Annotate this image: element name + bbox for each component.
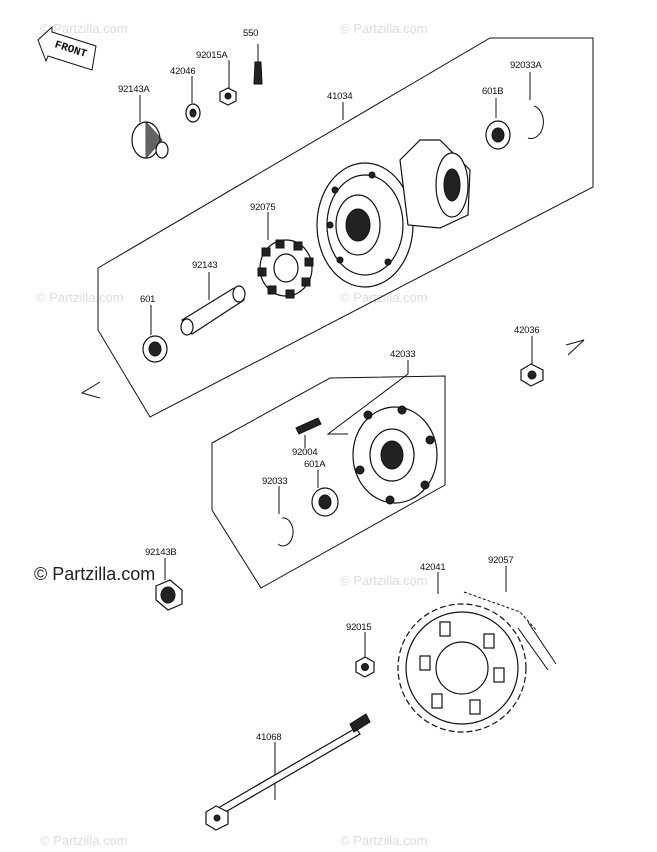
watermark: © Partzilla.com [40, 21, 128, 36]
watermark-layer: © Partzilla.com © Partzilla.com © Partzi… [36, 21, 428, 848]
nut-92015a [219, 87, 237, 106]
part-label-41068: 41068 [256, 732, 281, 743]
part-label-92033a: 92033A [510, 60, 542, 71]
part-label-41034: 41034 [327, 91, 352, 102]
axle-41068 [205, 713, 371, 831]
part-label-42046: 42046 [170, 66, 195, 77]
chain-92057 [463, 591, 557, 671]
bearing-601b [485, 120, 511, 150]
nut-42036 [520, 363, 544, 387]
bearing-601a [311, 487, 339, 517]
part-label-92004: 92004 [292, 447, 317, 458]
spacer-92143 [180, 285, 246, 336]
part-label-92143b: 92143B [145, 547, 177, 558]
watermark: © Partzilla.com [36, 290, 124, 305]
part-label-92015: 92015 [346, 622, 371, 633]
sprocket-42041 [397, 603, 527, 733]
stud-550 [253, 44, 263, 85]
hub-group-outline [97, 37, 594, 418]
watermark: © Partzilla.com [40, 833, 128, 848]
sprocket-group-outline [211, 375, 446, 589]
part-label-92033: 92033 [262, 476, 287, 487]
damper-92075 [257, 239, 314, 299]
hub-group-arrow-right [565, 339, 585, 356]
watermark: © Partzilla.com [340, 21, 428, 36]
bearing-601 [142, 335, 168, 363]
circlip-92033 [277, 517, 294, 547]
part-label-601a: 601A [304, 459, 326, 470]
part-label-42041: 42041 [420, 562, 445, 573]
part-label-42033: 42033 [390, 349, 415, 360]
collar-92143a [131, 120, 169, 160]
circlip-92033a [527, 105, 544, 139]
watermark: © Partzilla.com [340, 833, 428, 848]
washer-42046 [185, 103, 201, 123]
part-label-601b: 601B [482, 86, 503, 97]
watermark: © Partzilla.com [340, 290, 428, 305]
stud-92004 [295, 417, 322, 448]
collar-92143b [155, 579, 183, 611]
part-label-92143: 92143 [192, 260, 217, 271]
part-label-92057: 92057 [488, 555, 513, 566]
part-label-92075: 92075 [250, 202, 275, 213]
front-label: FRONT [53, 39, 88, 61]
part-label-92015a: 92015A [196, 50, 228, 61]
part-label-550: 550 [243, 28, 258, 39]
nut-92015 [355, 656, 375, 678]
hub-41034 [316, 139, 471, 288]
coupling-42033 [352, 405, 438, 505]
part-label-42036: 42036 [514, 325, 539, 336]
watermark: © Partzilla.com [340, 573, 428, 588]
main-watermark: © Partzilla.com [34, 564, 155, 584]
hub-group-arrow-left [80, 381, 101, 399]
part-label-92143a: 92143A [118, 84, 150, 95]
part-label-601: 601 [140, 294, 155, 305]
